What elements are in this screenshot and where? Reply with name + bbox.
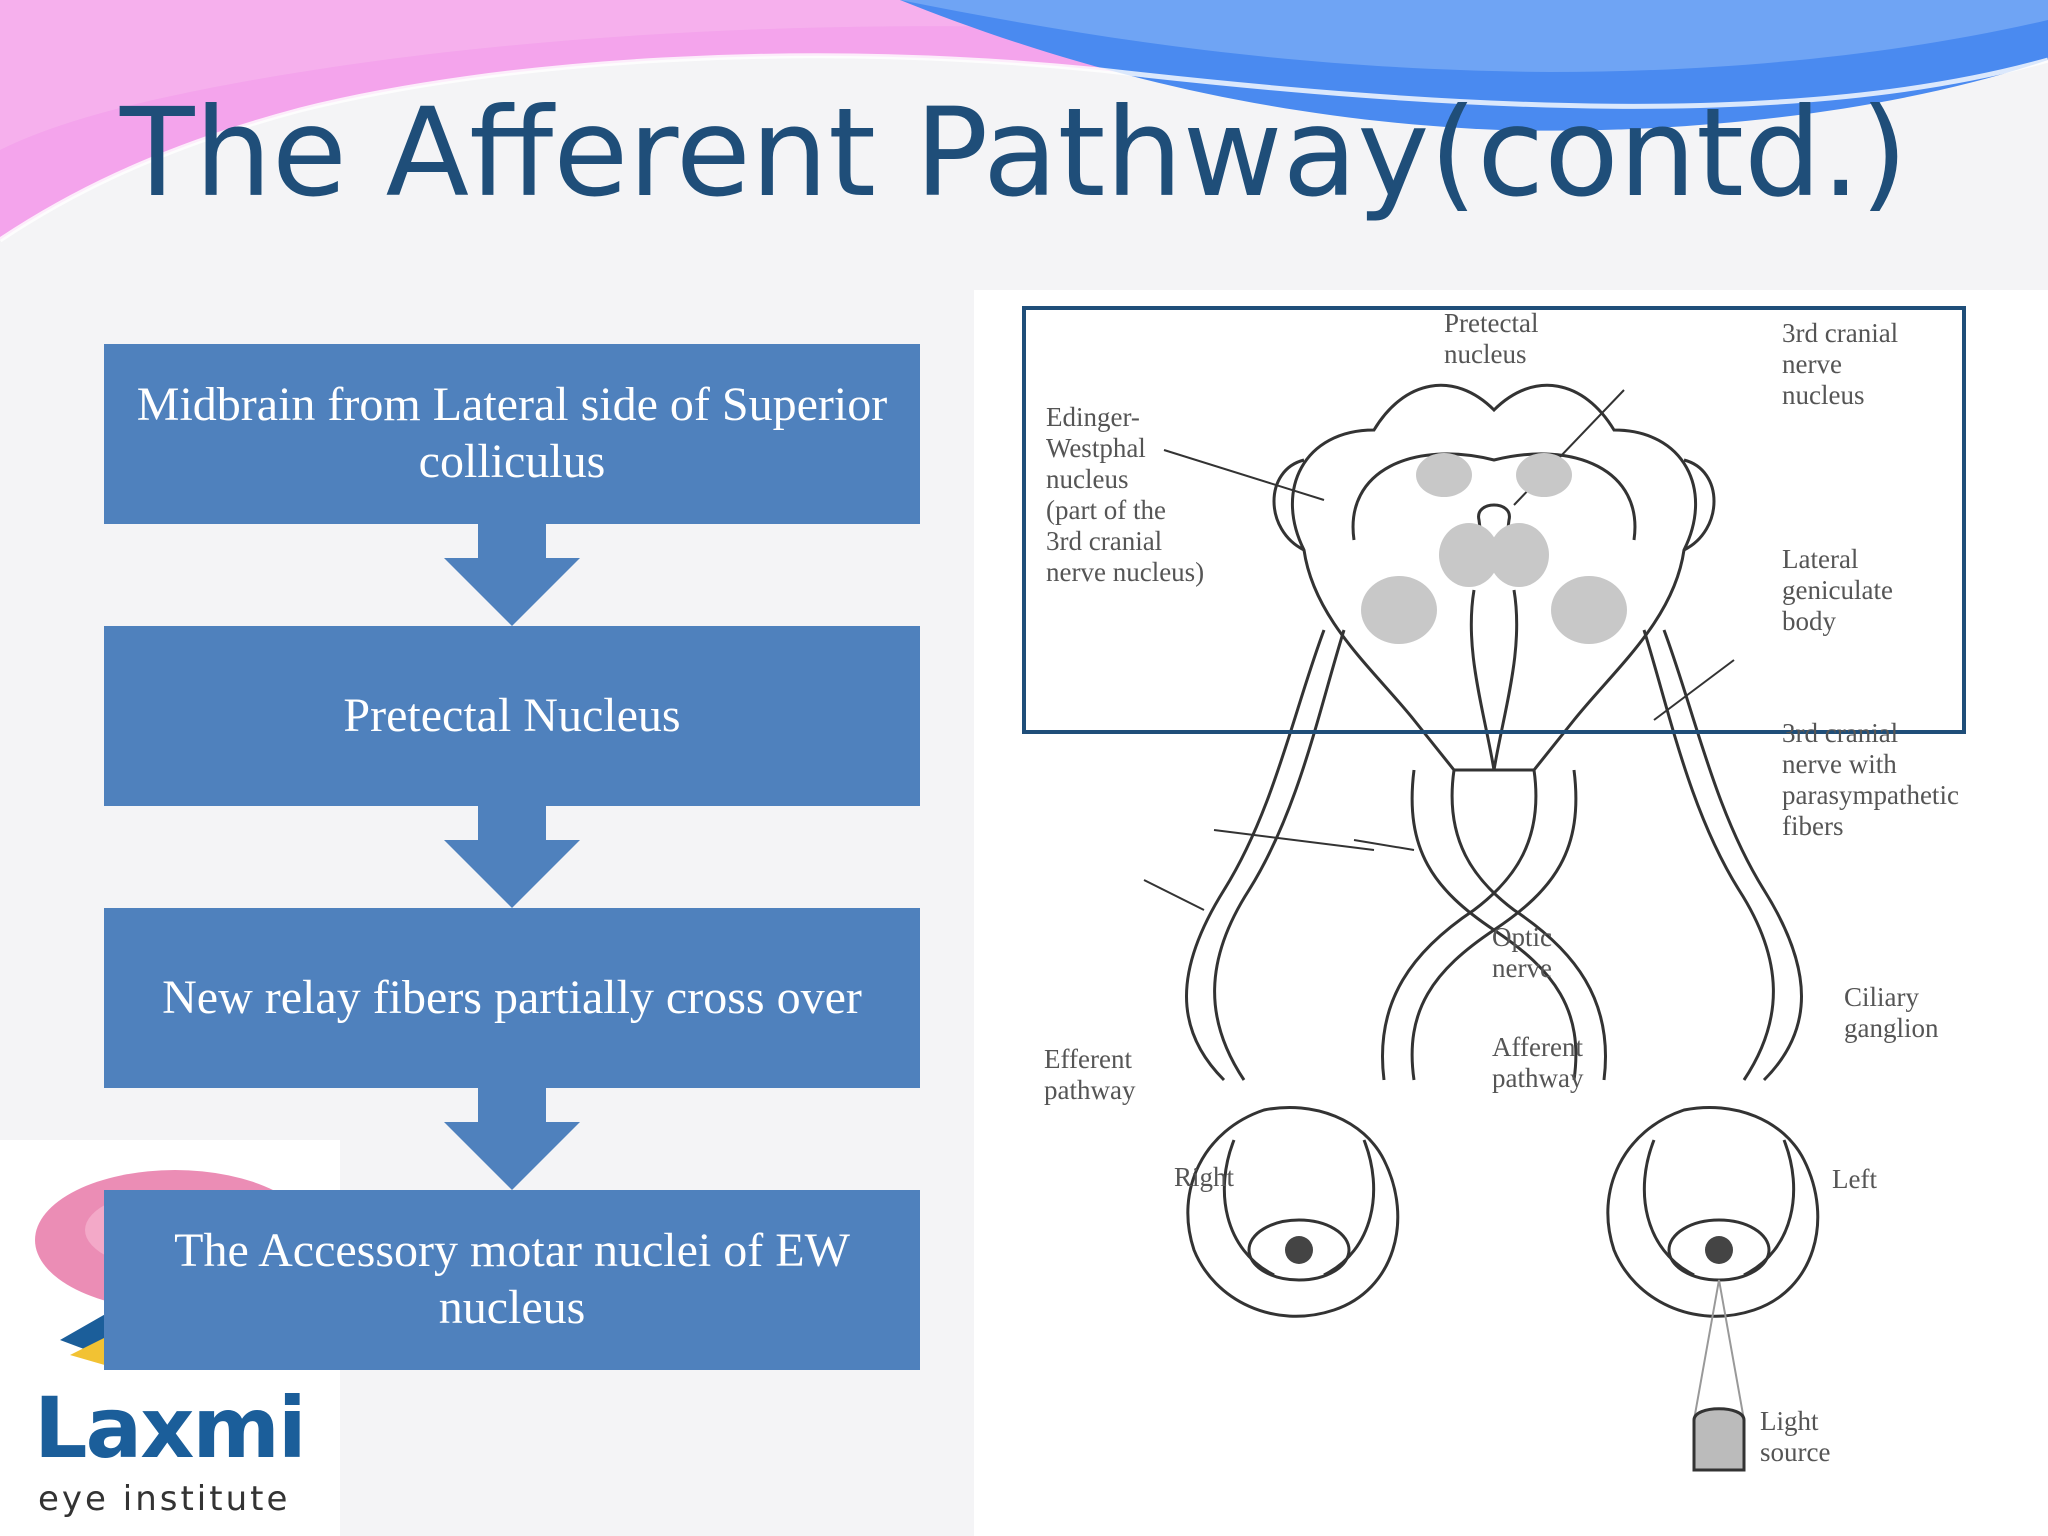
pupillary-reflex-diagram: Pretectal nucleus 3rd cranial nerve nucl… [974,290,2048,1536]
diagram-drawing [1022,306,1966,1472]
label-efferent-pathway: Efferent pathway [1044,1044,1136,1105]
slide-title: The Afferent Pathway(contd.) [120,82,1908,224]
label-lateral-geniculate: Lateral geniculate body [1782,544,1893,636]
label-optic-nerve: Optic nerve [1492,922,1552,983]
logo-name: Laxmi [34,1379,307,1477]
label-ciliary-ganglion: Ciliary ganglion [1844,982,1939,1043]
logo-tagline: eye institute [38,1479,291,1519]
highlight-frame [1022,306,1966,734]
label-third-nerve-parasympathetic: 3rd cranial nerve with parasympathetic f… [1782,718,1959,841]
header-wave-banner [0,0,2048,330]
flow-step-midbrain: Midbrain from Lateral side of Superior c… [104,344,920,524]
label-light-source: Light source [1760,1406,1831,1467]
flow-step-relay-fibers: New relay fibers partially cross over [104,908,920,1088]
label-edinger-westphal: Edinger- Westphal nucleus (part of the 3… [1046,402,1205,587]
down-arrow-icon [444,806,580,908]
label-afferent-pathway: Afferent pathway [1492,1032,1584,1093]
flow-step-pretectal: Pretectal Nucleus [104,626,920,806]
flow-step-ew-nucleus: The Accessory motar nuclei of EW nucleus [104,1190,920,1370]
down-arrow-icon [444,1088,580,1190]
label-left: Left [1832,1164,1877,1194]
label-pretectal-nucleus: Pretectal nucleus [1444,308,1539,369]
down-arrow-icon [444,524,580,626]
label-right: Right [1174,1162,1235,1192]
label-third-cranial-nucleus: 3rd cranial nerve nucleus [1782,318,1899,410]
